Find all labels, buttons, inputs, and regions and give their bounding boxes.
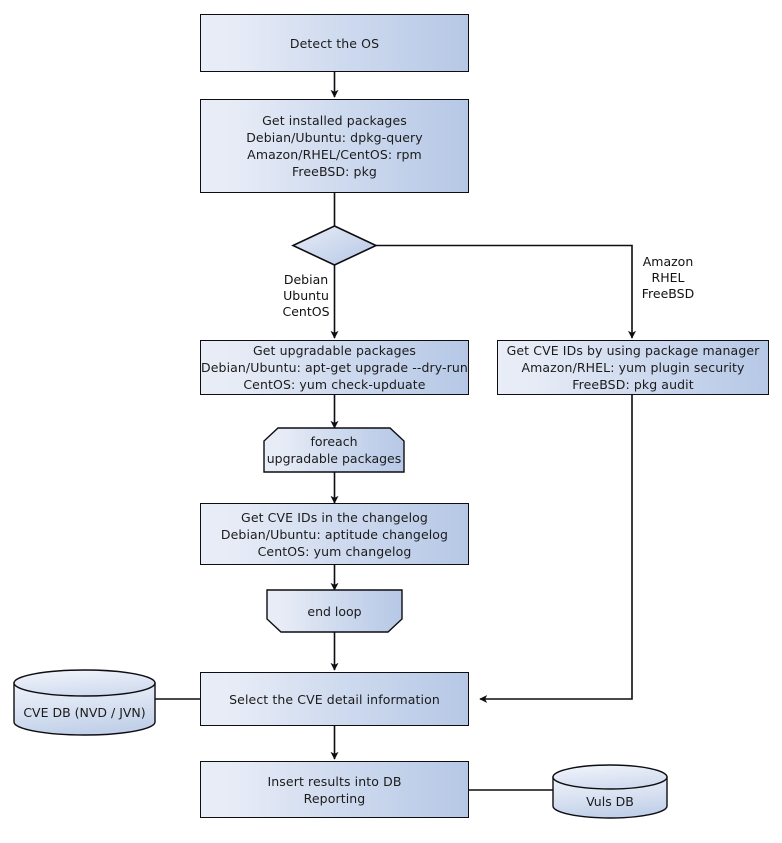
- end-loop-label: end loop: [307, 603, 362, 619]
- node-detect-os[interactable]: Detect the OS: [200, 14, 469, 72]
- node-vuls-db[interactable]: Vuls DB: [553, 765, 667, 818]
- node-get-upgradable-packages[interactable]: Get upgradable packages Debian/Ubuntu: a…: [200, 340, 469, 395]
- cve-db-label: CVE DB (NVD / JVN): [23, 705, 146, 720]
- vuls-db-label: Vuls DB: [586, 794, 634, 809]
- edge-label-left-branch: Debian Ubuntu CentOS: [282, 272, 330, 319]
- node-insert-results-into-db[interactable]: Insert results into DB Reporting: [200, 761, 469, 818]
- foreach-label: foreach upgradable packages: [266, 434, 402, 466]
- node-cve-db[interactable]: CVE DB (NVD / JVN): [14, 670, 155, 735]
- node-get-installed-packages[interactable]: Get installed packages Debian/Ubuntu: dp…: [200, 99, 469, 193]
- edge-label-right-branch: Amazon RHEL FreeBSD: [641, 254, 695, 301]
- node-get-cve-ids-package-manager[interactable]: Get CVE IDs by using package manager Ama…: [497, 340, 769, 395]
- node-os-decision[interactable]: [293, 226, 376, 265]
- node-get-cve-ids-changelog[interactable]: Get CVE IDs in the changelog Debian/Ubun…: [200, 503, 469, 565]
- node-select-cve-detail[interactable]: Select the CVE detail information: [200, 672, 469, 726]
- node-end-loop[interactable]: end loop: [267, 590, 402, 632]
- node-foreach-upgradable-packages[interactable]: foreach upgradable packages: [264, 428, 404, 472]
